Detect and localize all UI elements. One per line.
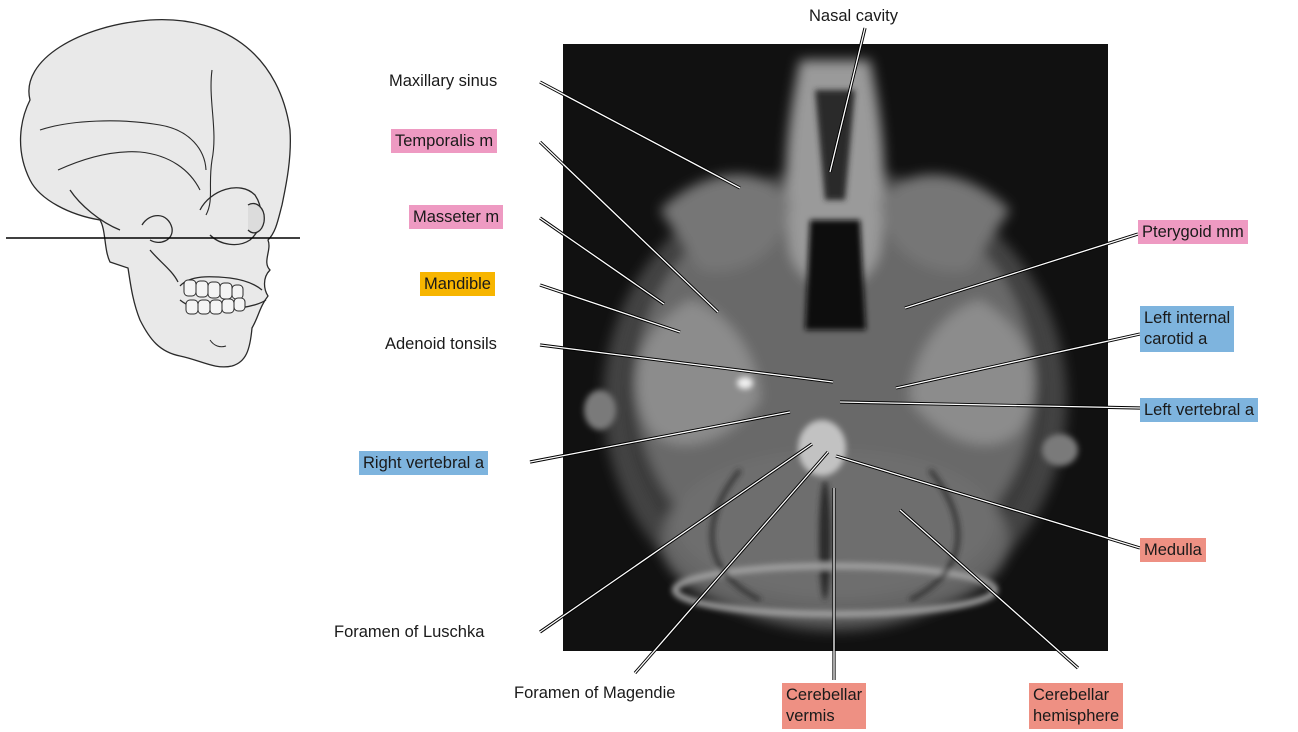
label-foramen-magendie: Foramen of Magendie [514, 683, 675, 703]
label-adenoid-tonsils: Adenoid tonsils [385, 334, 497, 354]
label-masseter: Masseter m [409, 205, 503, 229]
label-cerebellar-hemisphere-line1: Cerebellar [1033, 685, 1119, 706]
label-cerebellar-vermis-line2: vermis [786, 706, 862, 727]
label-cerebellar-vermis: Cerebellar vermis [782, 683, 866, 729]
label-right-vertebral: Right vertebral a [359, 451, 488, 475]
label-medulla: Medulla [1140, 538, 1206, 562]
skull-lateral-view-icon [21, 20, 291, 367]
label-left-vertebral: Left vertebral a [1140, 398, 1258, 422]
label-mandible: Mandible [420, 272, 495, 296]
label-left-internal-carotid-line2: carotid a [1144, 329, 1230, 350]
label-left-internal-carotid-line1: Left internal [1144, 308, 1230, 329]
label-pterygoid: Pterygoid mm [1138, 220, 1248, 244]
label-left-internal-carotid: Left internal carotid a [1140, 306, 1234, 352]
label-foramen-luschka: Foramen of Luschka [334, 622, 484, 642]
label-cerebellar-hemisphere-line2: hemisphere [1033, 706, 1119, 727]
label-cerebellar-vermis-line1: Cerebellar [786, 685, 862, 706]
label-cerebellar-hemisphere: Cerebellar hemisphere [1029, 683, 1123, 729]
label-maxillary-sinus: Maxillary sinus [389, 71, 497, 91]
label-nasal-cavity: Nasal cavity [809, 6, 898, 26]
label-temporalis: Temporalis m [391, 129, 497, 153]
